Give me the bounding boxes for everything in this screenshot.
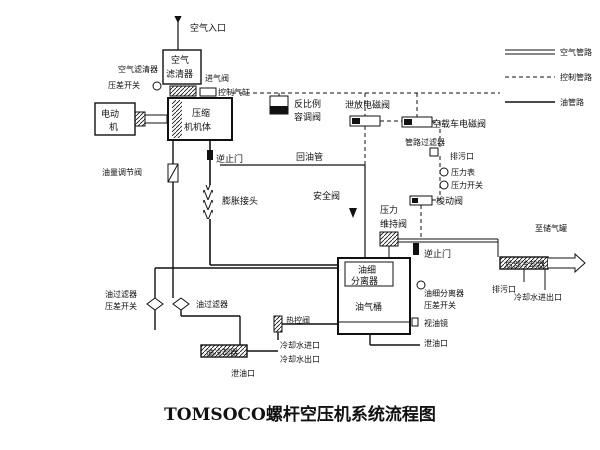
expansion-label: 膨胀接头 — [222, 195, 258, 207]
dp-switch-top-label: 压差开关 — [108, 80, 140, 90]
legend-oil-line: 油管路 — [505, 97, 584, 107]
air-filter-box-label-1: 空气 — [171, 54, 189, 66]
sep-dp-icon — [416, 280, 426, 290]
air-filter-label: 空气滤清器 — [118, 64, 158, 74]
proportional-label-1: 反比例 — [294, 98, 321, 110]
oil-filter-dp-label-1: 油过滤器 — [105, 289, 137, 299]
safety-valve-label: 安全阀 — [313, 190, 340, 202]
shaft — [144, 114, 168, 124]
cw-out-label: 冷却水出口 — [280, 354, 320, 364]
motor-label-1: 电动 — [101, 108, 119, 120]
motor-label-2: 机 — [109, 121, 118, 133]
oil-filter-icon — [172, 297, 190, 311]
sight-glass — [411, 317, 419, 327]
compressor-label-2: 机机体 — [184, 121, 211, 133]
sep-dp-label-1: 油细分离器 — [424, 288, 464, 298]
coupling — [134, 111, 146, 127]
pilot-valve-label: 梭动阀 — [436, 195, 463, 207]
pilot-valve-coil — [412, 198, 418, 203]
drain-bottom-label: 泄油口 — [231, 368, 255, 378]
min-pressure-valve — [379, 231, 399, 247]
pressure-gauge-icon — [439, 167, 449, 177]
separator-label-2: 分离器 — [351, 275, 378, 287]
intake-valve — [169, 85, 197, 97]
separator-label-1: 油细 — [358, 264, 376, 276]
min-pressure-label-2: 维持阀 — [380, 218, 407, 230]
min-pressure-label-1: 压力 — [380, 204, 398, 216]
oil-piping — [154, 140, 420, 352]
legend: 空气管路 控制管路 油管路 — [505, 47, 592, 107]
oil-adjust-label: 油量调节阀 — [102, 167, 142, 177]
drain-right-label: 排污口 — [492, 284, 516, 294]
legend-air-label: 空气管路 — [560, 47, 592, 57]
safety-valve — [349, 208, 357, 218]
thermo-valve-label: 热控阀 — [286, 315, 310, 325]
check-valve-top-label: 逆止门 — [216, 153, 243, 165]
check-valve-right-label: 逆止门 — [424, 248, 451, 260]
legend-control-line: 控制管路 — [505, 72, 592, 82]
control-piping — [232, 92, 500, 239]
air-filter-box-label-2: 滤清器 — [166, 68, 193, 80]
intake-valve-label: 进气阀 — [205, 73, 229, 83]
check-valve-right — [413, 243, 419, 255]
expansion-joint — [203, 185, 213, 219]
oil-cooler-label: 油冷却器 — [206, 347, 238, 357]
dp-switch-top-icon — [152, 81, 162, 91]
proportional-label-2: 容调阀 — [294, 111, 321, 123]
pressure-switch-icon — [439, 180, 449, 190]
outlet-arrow — [548, 252, 586, 274]
oil-filter-label: 油过滤器 — [196, 299, 228, 309]
drain-tank-label: 泄油口 — [424, 338, 448, 348]
oil-return-label: 回油管 — [296, 151, 323, 163]
pressure-gauge-label: 压力表 — [451, 167, 475, 177]
pipe-filter — [429, 147, 439, 157]
to-tank-label: 至储气罐 — [535, 223, 567, 233]
sight-glass-label: 视油镜 — [424, 318, 448, 328]
pipe-filter-label: 管路过滤器 — [405, 137, 445, 147]
aftercooler-label: 后部冷却器 — [505, 259, 545, 269]
pressure-switch-label: 压力开关 — [451, 180, 483, 190]
air-filter — [162, 49, 202, 85]
oil-tank-label: 油气桶 — [355, 301, 382, 313]
drain-top-label: 排污口 — [450, 151, 474, 161]
diagram-caption: TOMSOCO螺杆空压机系统流程图 — [164, 404, 436, 425]
vent-solenoid-coil — [352, 118, 360, 124]
legend-control-label: 控制管路 — [560, 72, 592, 82]
oil-filter-dp-label-2: 压差开关 — [105, 301, 137, 311]
vent-solenoid-label: 泄放电磁阀 — [345, 99, 390, 111]
proportional-valve-fill — [270, 106, 288, 114]
legend-oil-label: 油管路 — [560, 97, 584, 107]
sep-dp-label-2: 压差开关 — [424, 300, 456, 310]
cw-in-label: 冷却水进口 — [280, 340, 320, 350]
check-valve-top — [207, 150, 213, 160]
oil-separator — [344, 261, 394, 287]
legend-air-line: 空气管路 — [505, 47, 592, 57]
cw-right-label: 冷却水进出口 — [514, 292, 562, 302]
intake-cylinder — [199, 87, 217, 97]
oil-adjust-mark — [167, 163, 179, 183]
idle-solenoid-label: 空载车电磁阀 — [432, 118, 486, 130]
thermo-valve — [273, 315, 283, 333]
idle-solenoid-coil — [404, 119, 412, 125]
oil-filter-dp-icon — [146, 297, 164, 311]
intake-cylinder-label: 控制气缸 — [218, 87, 250, 97]
compressor-hatch — [172, 100, 182, 138]
air-inlet-label: 空气入口 — [190, 22, 226, 34]
air-piping — [388, 238, 546, 290]
compressor-label-1: 压缩 — [192, 107, 210, 119]
